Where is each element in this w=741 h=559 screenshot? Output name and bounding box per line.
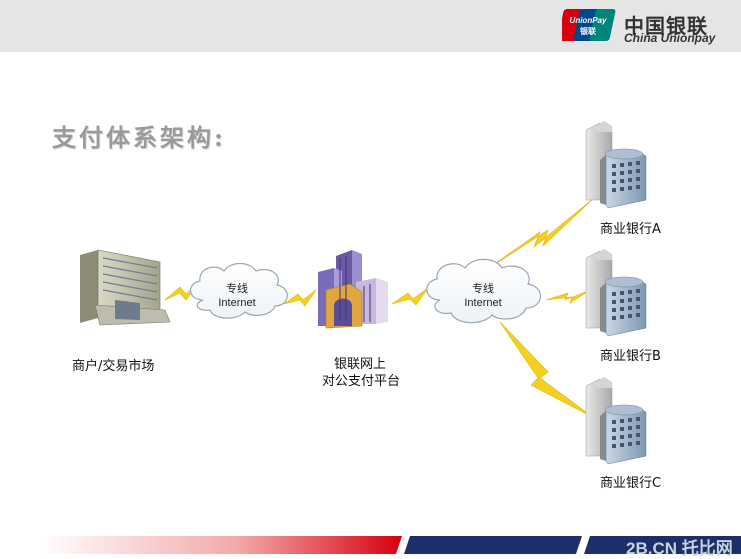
logo-english-text: China Unionpay [624,31,716,45]
bank-c-label: 商业银行C [600,476,662,491]
svg-text:UnionPay: UnionPay [570,16,607,25]
cloud-right-label: 专线 Internet [443,282,523,310]
bank-a-building-icon [585,121,647,209]
merchant-building-icon [80,249,171,326]
cloud-left-line1: 专线 [226,283,248,295]
cloud-left-label: 专线 Internet [197,282,277,310]
internet-cloud-right [426,258,542,324]
cloud-right-line2: Internet [464,297,502,309]
internet-cloud-left [190,262,288,319]
logo-chinese-text: 中国银联 [624,14,708,38]
lightning-bolt-cloud-bank-a [485,197,595,271]
lightning-bolt-cloud-bank-c [499,321,595,419]
lightning-bolt-platform-cloud [391,287,429,306]
platform-building-icon [318,250,388,329]
bank-b-label: 商业银行B [600,349,661,364]
bank-c-building-icon [585,377,647,465]
cloud-right-line1: 专线 [472,283,494,295]
watermark-text: 2B.CN 托比网 [626,539,733,558]
cloud-left-line2: Internet [218,297,256,309]
platform-label-line2: 对公支付平台 [322,374,401,389]
lightning-bolt-cloud-bank-b [545,289,591,304]
bank-a-label: 商业银行A [600,222,661,237]
slide-title: 支付体系架构: [52,123,226,152]
unionpay-logo: UnionPay 银联 [562,9,616,41]
platform-label-line1: 银联网上 [334,357,387,372]
lightning-bolt-cloud-platform [283,289,317,307]
footer-band [40,536,741,554]
header-bar [0,0,741,52]
bank-b-building-icon [585,249,647,337]
merchant-label: 商户/交易市场 [72,359,155,374]
svg-text:银联: 银联 [579,26,596,36]
